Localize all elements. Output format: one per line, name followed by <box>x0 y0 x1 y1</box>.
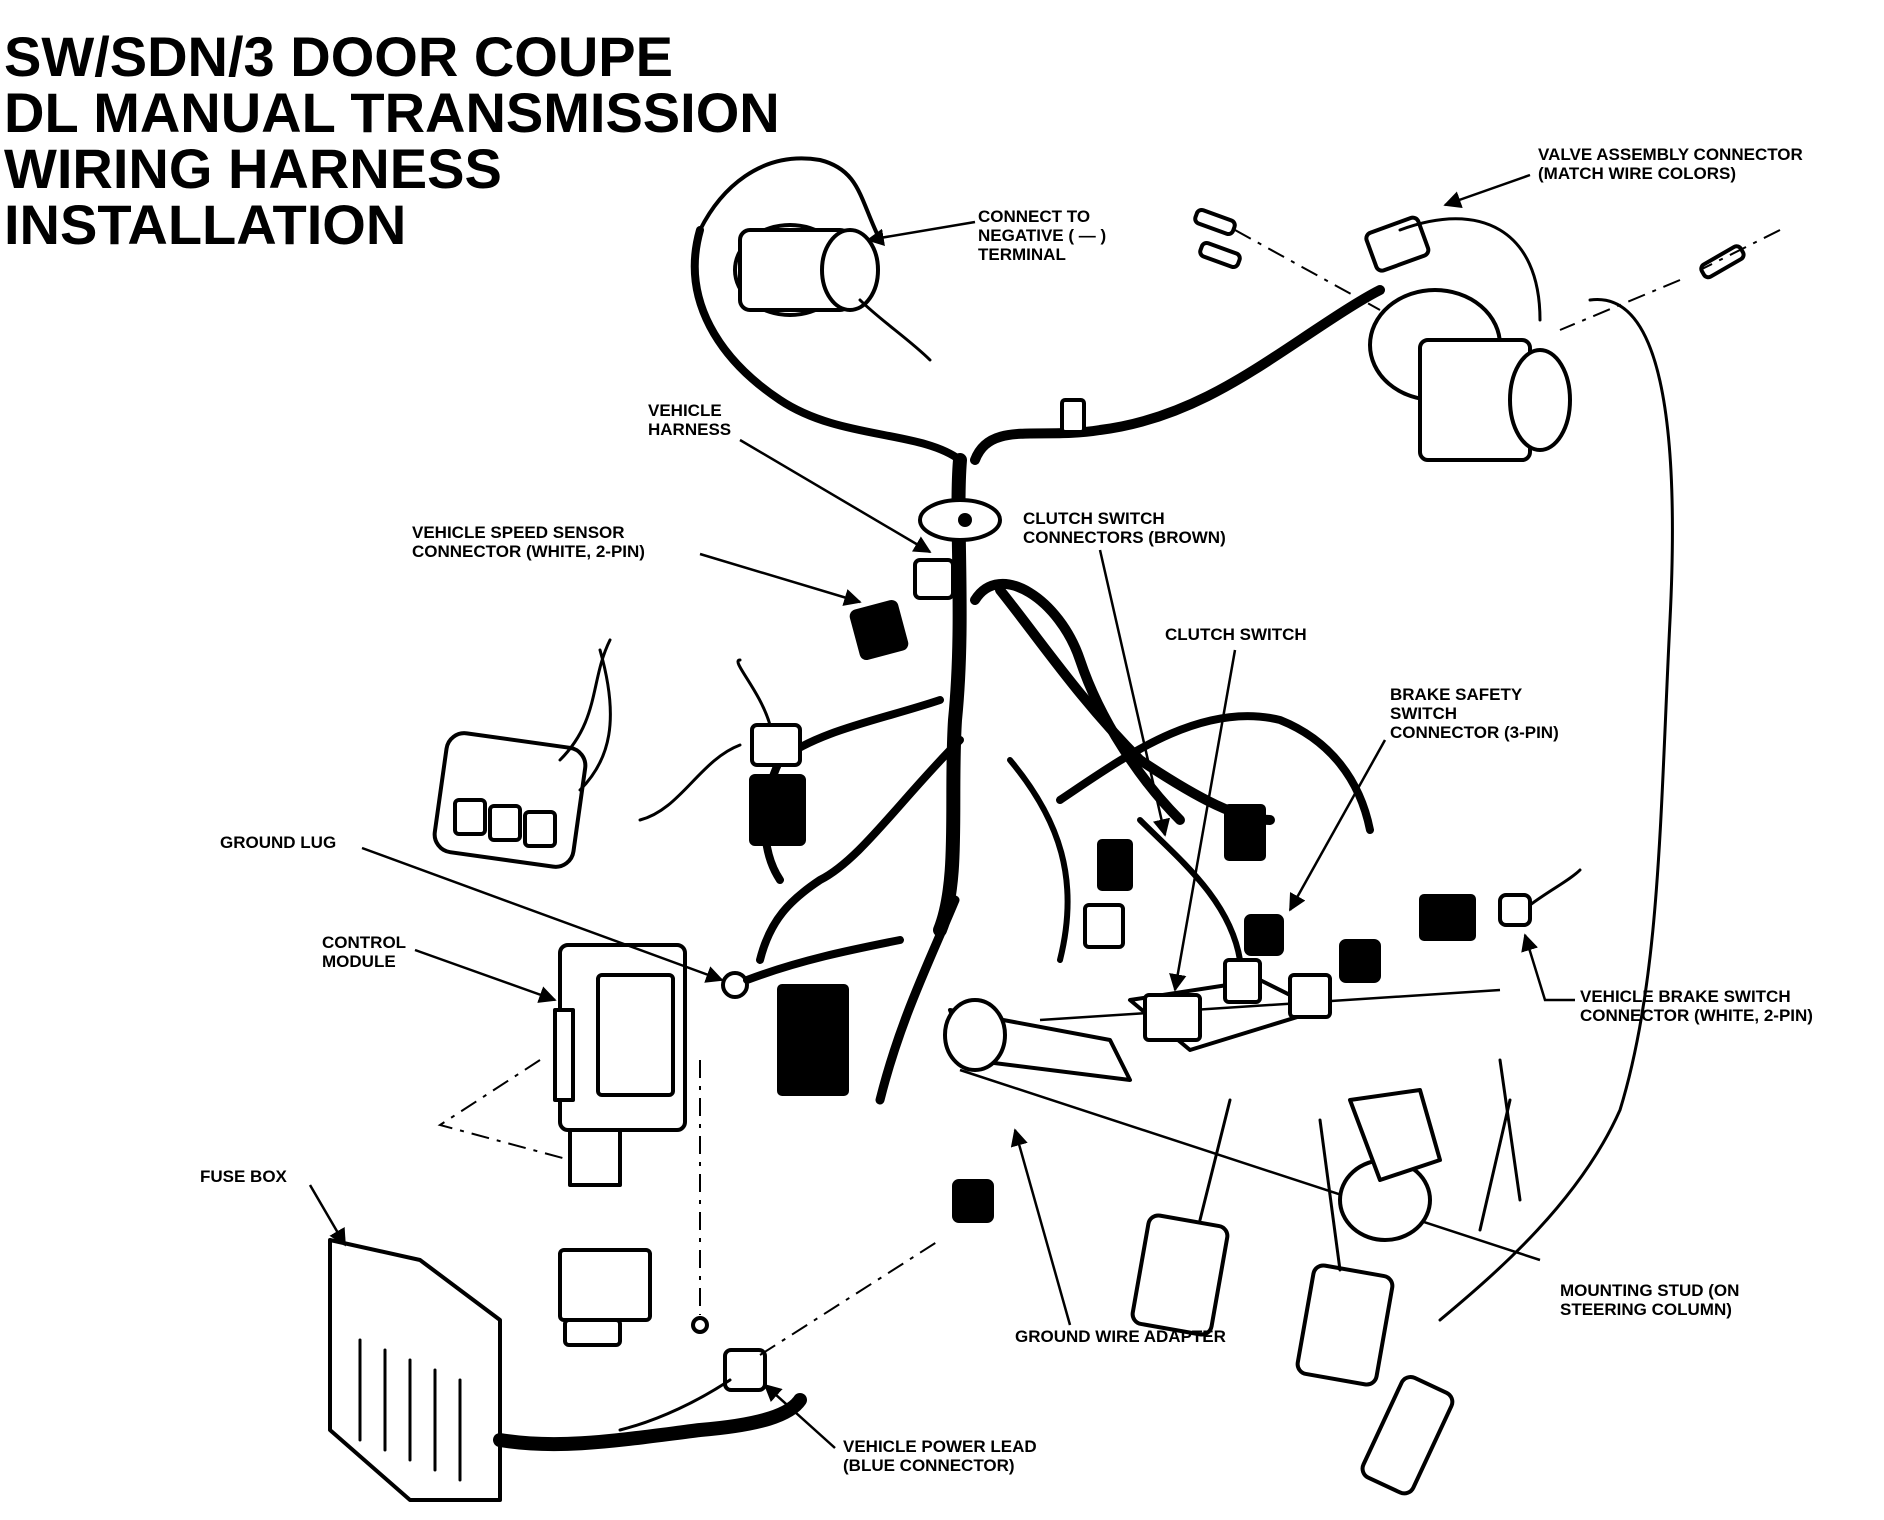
svg-text:FUSE BOX: FUSE BOX <box>200 1167 288 1186</box>
svg-text:(MATCH WIRE COLORS): (MATCH WIRE COLORS) <box>1538 164 1736 183</box>
label-brake-safety: BRAKE SAFETY SWITCH CONNECTOR (3-PIN) <box>1288 685 1559 912</box>
svg-text:CONNECTORS (BROWN): CONNECTORS (BROWN) <box>1023 528 1226 547</box>
switch-panel <box>432 638 612 869</box>
misc-small-parts <box>1060 398 1086 434</box>
cable-right <box>1438 298 1674 1322</box>
svg-text:(BLUE CONNECTOR): (BLUE CONNECTOR) <box>843 1456 1015 1475</box>
title-line-2: DL MANUAL TRANSMISSION <box>4 81 780 144</box>
negative-terminal-solenoid <box>733 223 932 362</box>
svg-text:CONNECTOR (WHITE, 2-PIN): CONNECTOR (WHITE, 2-PIN) <box>412 542 645 561</box>
svg-text:STEERING COLUMN): STEERING COLUMN) <box>1560 1300 1732 1319</box>
connector-mid-left <box>638 658 806 846</box>
ground-wire-adapter-connector <box>952 1179 994 1223</box>
label-power-lead: VEHICLE POWER LEAD (BLUE CONNECTOR) <box>763 1383 1037 1475</box>
svg-text:VEHICLE SPEED SENSOR: VEHICLE SPEED SENSOR <box>412 523 625 542</box>
svg-text:SWITCH: SWITCH <box>1390 704 1457 723</box>
label-speed-sensor: VEHICLE SPEED SENSOR CONNECTOR (WHITE, 2… <box>412 523 862 606</box>
valve-assembly <box>1364 215 1572 462</box>
svg-text:VEHICLE BRAKE SWITCH: VEHICLE BRAKE SWITCH <box>1580 987 1791 1006</box>
svg-text:CLUTCH SWITCH: CLUTCH SWITCH <box>1023 509 1165 528</box>
label-fuse-box: FUSE BOX <box>200 1167 347 1247</box>
label-brake-switch: VEHICLE BRAKE SWITCH CONNECTOR (WHITE, 2… <box>1521 933 1813 1025</box>
svg-text:BRAKE SAFETY: BRAKE SAFETY <box>1390 685 1523 704</box>
fuse-box <box>328 1238 502 1502</box>
clutch-switch <box>1143 993 1202 1042</box>
clutch-connectors <box>1083 804 1266 1004</box>
title-line-1: SW/SDN/3 DOOR COUPE <box>4 25 673 88</box>
svg-text:HARNESS: HARNESS <box>648 420 731 439</box>
svg-text:VEHICLE POWER LEAD: VEHICLE POWER LEAD <box>843 1437 1037 1456</box>
label-clutch-connectors: CLUTCH SWITCH CONNECTORS (BROWN) <box>1023 509 1226 837</box>
svg-text:CONNECTOR (3-PIN): CONNECTOR (3-PIN) <box>1390 723 1559 742</box>
power-lead-harness <box>493 1239 941 1452</box>
brake-switch-connector <box>1419 868 1582 941</box>
label-vehicle-harness: VEHICLE HARNESS <box>648 401 932 554</box>
title-line-4: INSTALLATION <box>4 193 406 256</box>
svg-text:TERMINAL: TERMINAL <box>978 245 1066 264</box>
label-mounting-stud: MOUNTING STUD (ON STEERING COLUMN) <box>1560 1281 1739 1319</box>
svg-text:MOUNTING STUD (ON: MOUNTING STUD (ON <box>1560 1281 1739 1300</box>
title-line-3: WIRING HARNESS <box>4 137 502 200</box>
speed-sensor-connector <box>849 498 1002 661</box>
svg-text:GROUND WIRE ADAPTER: GROUND WIRE ADAPTER <box>1015 1327 1226 1346</box>
label-ground-lug: GROUND LUG <box>220 833 724 983</box>
svg-text:VEHICLE: VEHICLE <box>648 401 722 420</box>
label-valve-assembly: VALVE ASSEMBLY CONNECTOR (MATCH WIRE COL… <box>1443 145 1803 209</box>
brake-safety-connector <box>1244 914 1381 1019</box>
bracket-lower-left <box>558 1060 709 1347</box>
svg-text:CLUTCH SWITCH: CLUTCH SWITCH <box>1165 625 1307 644</box>
harness-block-connector <box>777 984 849 1096</box>
svg-text:CONNECTOR (WHITE, 2-PIN): CONNECTOR (WHITE, 2-PIN) <box>1580 1006 1813 1025</box>
diagram-title: SW/SDN/3 DOOR COUPE DL MANUAL TRANSMISSI… <box>4 25 780 256</box>
svg-text:GROUND LUG: GROUND LUG <box>220 833 336 852</box>
ground-lug <box>721 936 904 999</box>
svg-text:NEGATIVE ( — ): NEGATIVE ( — ) <box>978 226 1106 245</box>
label-control-module: CONTROL MODULE <box>322 933 557 1003</box>
svg-text:CONTROL: CONTROL <box>322 933 406 952</box>
label-ground-wire: GROUND WIRE ADAPTER <box>1010 1128 1226 1346</box>
label-clutch-switch: CLUTCH SWITCH <box>1165 625 1307 992</box>
svg-text:MODULE: MODULE <box>322 952 396 971</box>
svg-text:CONNECT TO: CONNECT TO <box>978 207 1090 226</box>
svg-text:VALVE ASSEMBLY CONNECTOR: VALVE ASSEMBLY CONNECTOR <box>1538 145 1803 164</box>
control-module <box>437 943 687 1187</box>
label-connect-negative: CONNECT TO NEGATIVE ( — ) TERMINAL <box>866 207 1106 264</box>
steering-pedal-assembly <box>943 978 1541 1496</box>
